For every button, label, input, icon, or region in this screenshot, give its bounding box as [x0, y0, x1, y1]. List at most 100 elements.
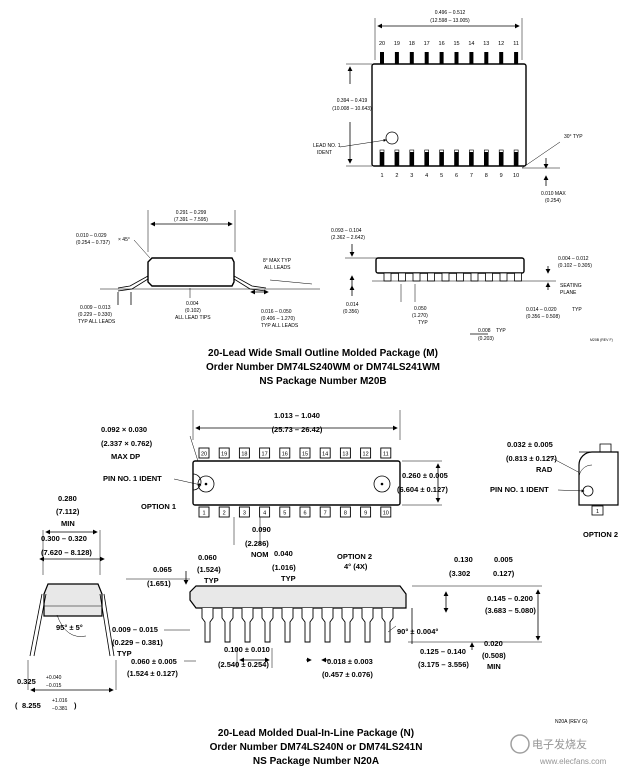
m20b-bottom-pin: 10	[513, 149, 519, 179]
n20a-caption-2: Order Number DM74LS240N or DM74LS241N	[210, 742, 423, 753]
n20a-angle: 95° ± 5°	[56, 623, 83, 632]
m20b-bottom-pin: 4	[424, 149, 430, 179]
n20a-side-lead	[281, 608, 294, 643]
m20b-length-mm: (12.598 – 13.005)	[430, 18, 470, 24]
m20b-pitch-in: 0.050	[414, 306, 427, 312]
n20a-side-lead	[381, 608, 394, 643]
m20b-side-view-long: 0.093 – 0.104 (2.362 – 2.642) 0.004 – 0.…	[331, 228, 613, 342]
n20a-top-pin-label: 12	[363, 452, 369, 458]
n20a-ninety: 90° ± 0.004°	[397, 627, 438, 636]
m20b-top-pin: 18	[409, 41, 415, 64]
m20b-leadw-typ: TYP ALL LEADS	[78, 319, 116, 325]
n20a-overall-mm-plus: +1.016	[52, 698, 68, 704]
n20a-top-pin: 12	[360, 447, 372, 459]
n20a-side-view: 0.065 (1.651) 0.060 (1.524) TYP 0.040 (1…	[112, 549, 588, 725]
m20b-seating-2: PLANE	[560, 290, 577, 296]
watermark-url: www.elecfans.com	[539, 757, 607, 766]
n20a-side-leads	[201, 608, 394, 643]
m20b-top-pin-label: 17	[424, 41, 430, 47]
m20b-tip-mm: (0.102)	[185, 308, 201, 314]
m20b-width-mm: (7.391 – 7.595)	[174, 217, 208, 223]
n20a-option2-angle: 4° (4X)	[344, 562, 368, 571]
n20a-top-pin: 16	[279, 447, 291, 459]
m20b-side-lead	[499, 272, 508, 282]
m20b-leadw-in: 0.009 – 0.013	[80, 305, 111, 311]
m20b-top-pin: 12	[498, 41, 504, 64]
n20a-bottom-pin-label: 2	[223, 511, 226, 517]
m20b-chamfer-suffix: × 45°	[118, 237, 130, 243]
n20a-top-view: 0.092 × 0.030 (2.337 × 0.762) MAX DP 1.0…	[101, 410, 448, 559]
n20a-side-lead	[341, 608, 354, 643]
m20b-leadthk-mm: (0.356)	[343, 309, 359, 315]
m20b-side-lead	[383, 272, 392, 282]
m20b-bottom-pin-label: 8	[485, 173, 488, 179]
m20b-side-view-end: 0.291 – 0.299 (7.391 – 7.595) 0.010 – 0.…	[76, 210, 320, 329]
m20b-pitch-typ: TYP	[418, 320, 428, 326]
n20a-bottom-pin: 10	[380, 506, 392, 518]
n20a-bottom-pin-label: 5	[283, 511, 286, 517]
n20a-height-tol-mm: 0.127)	[493, 569, 515, 578]
m20b-side-lead	[514, 272, 522, 282]
n20a-span-min: MIN	[61, 519, 75, 528]
m20b-side-body	[375, 257, 525, 274]
m20b-pin1-dot	[385, 131, 399, 145]
n20a-height-mm: (3.302	[449, 569, 470, 578]
n20a-rad-mm: (0.813 ± 0.127)	[506, 454, 557, 463]
watermark-text: 电子发烧友	[532, 737, 587, 751]
n20a-top-pin-label: 11	[383, 452, 389, 458]
n20a-end-in: 0.040	[274, 549, 293, 558]
m20b-foot-typ: TYP ALL LEADS	[261, 323, 299, 329]
n20a-min-in: 0.020	[484, 639, 503, 648]
m20b-seating-1: SEATING	[560, 283, 582, 289]
n20a-top-pin-label: 13	[342, 452, 348, 458]
m20b-top-pin-label: 20	[379, 41, 385, 47]
m20b-chamfer-mm: (0.254 – 0.737)	[76, 240, 110, 246]
m20b-top-pin: 16	[439, 41, 445, 64]
n20a-overall-minus: −0.015	[46, 683, 62, 689]
m20b-bottom-pin: 9	[498, 149, 504, 179]
m20b-foot-mm: (0.406 – 1.270)	[261, 316, 295, 322]
m20b-clear-in: 0.008	[478, 328, 491, 334]
m20b-lead-ident-2: IDENT	[317, 150, 332, 156]
n20a-min-mm: (0.508)	[482, 651, 506, 660]
m20b-leadw2-in: 0.014 – 0.020	[526, 307, 557, 313]
m20b-top-pin-label: 16	[439, 41, 445, 47]
n20a-leadlen-mm: (3.175 – 3.556)	[418, 660, 469, 669]
n20a-bottom-pin-label: 10	[383, 511, 389, 517]
n20a-bottom-pin: 8	[339, 506, 351, 518]
m20b-top-pin-label: 13	[483, 41, 489, 47]
n20a-nom-mm: (2.286)	[245, 539, 269, 548]
m20b-angle: 30° TYP	[564, 134, 583, 140]
m20b-width-in: 0.291 – 0.299	[176, 210, 207, 216]
n20a-bottom-pin: 1	[198, 506, 210, 518]
m20b-bottom-pin: 5	[439, 149, 444, 179]
m20b-pitch-mm: (1.270)	[412, 313, 428, 319]
m20b-top-pin: 19	[394, 41, 400, 64]
m20b-height-in: 0.394 – 0.419	[337, 98, 368, 104]
n20a-corner-pin: 1	[596, 509, 599, 515]
n20a-bottom-pin: 6	[299, 506, 311, 518]
m20b-tip-in: 0.004	[186, 301, 199, 307]
n20a-overall-in: 0.325	[17, 677, 36, 686]
m20b-top-pin: 20	[379, 41, 385, 64]
m20b-foot-in: 0.016 – 0.050	[261, 309, 292, 315]
m20b-standoff-in: 0.004 – 0.012	[558, 256, 589, 262]
m20b-top-pin-label: 15	[453, 41, 459, 47]
m20b-top-pin: 14	[468, 41, 474, 64]
n20a-span-in: 0.280	[58, 494, 77, 503]
n20a-bottom-pin-label: 8	[344, 511, 347, 517]
n20a-hole-dp: MAX DP	[111, 452, 140, 461]
n20a-seat-mm: (3.683 – 5.080)	[485, 606, 536, 615]
m20b-side-leads	[383, 272, 522, 282]
n20a-edge-mm: (1.651)	[147, 579, 171, 588]
m20b-max: 0.010 MAX	[541, 191, 566, 197]
n20a-caption-3: NS Package Number N20A	[253, 756, 379, 767]
n20a-top-pin: 19	[218, 447, 230, 459]
n20a-end-mm: (1.016)	[272, 563, 296, 572]
n20a-top-pin-label: 14	[322, 452, 328, 458]
n20a-top-pin: 13	[339, 447, 351, 459]
n20a-option1: OPTION 1	[141, 502, 176, 511]
n20a-caption-1: 20-Lead Molded Dual-In-Line Package (N)	[218, 728, 414, 739]
m20b-bottom-pin-label: 5	[440, 173, 443, 179]
